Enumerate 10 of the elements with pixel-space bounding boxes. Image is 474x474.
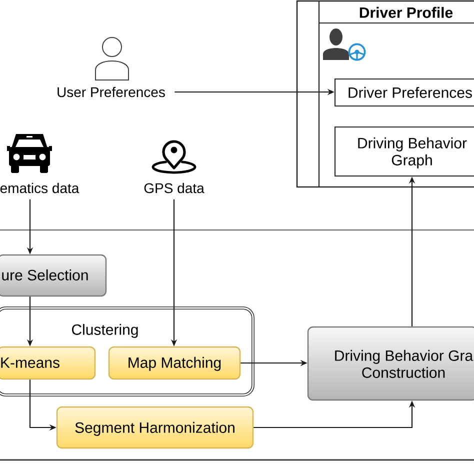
process-box: Map Matching [108,346,241,380]
input-label: GPS data [144,182,204,194]
process-box: K-means [0,346,96,380]
process-box: ure Selection [0,254,107,297]
process-box: Segment Harmonization [56,406,254,449]
process-box: Driving Behavior Gra Construction [307,326,474,401]
input-label: User Preferences [58,86,165,98]
input-label: ematics data [0,182,80,194]
process-box: Driver Preferences [334,78,474,107]
process-box: Driving Behavior Graph [334,126,474,177]
